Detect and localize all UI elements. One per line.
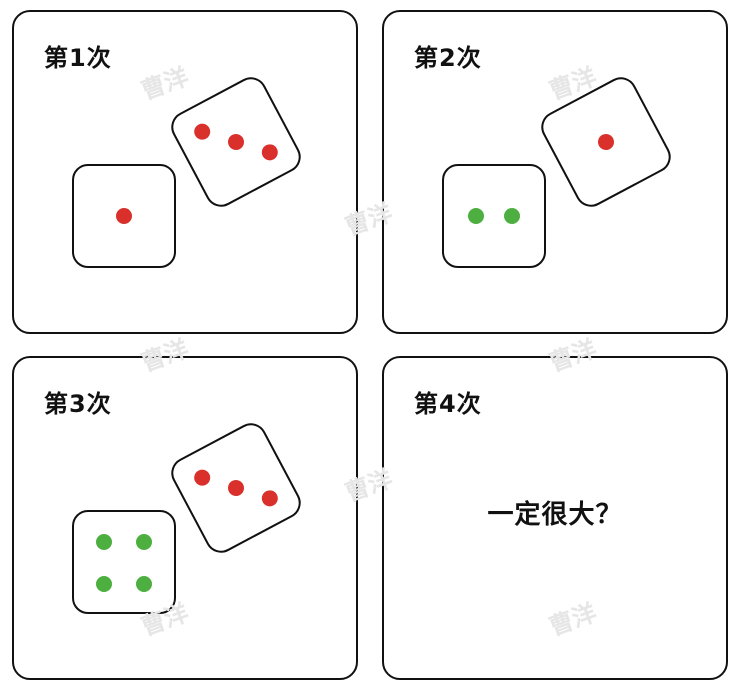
panel-title: 第3次: [44, 390, 112, 418]
die-pip: [258, 141, 281, 164]
question-text: 一定很大？: [487, 500, 623, 530]
die-pip: [225, 131, 247, 153]
die-pip: [116, 208, 132, 224]
panel-title: 第4次: [414, 390, 482, 418]
panel-1: 第1次: [12, 10, 358, 334]
die-pip: [96, 576, 112, 592]
die-pip: [191, 120, 214, 143]
die-pip: [136, 576, 152, 592]
die-pip: [595, 131, 617, 153]
panel-title: 第1次: [44, 44, 112, 72]
die-pip: [258, 487, 281, 510]
die-2: [442, 164, 546, 268]
die-pip: [136, 534, 152, 550]
die-pip: [191, 466, 214, 489]
die-pip: [225, 477, 247, 499]
die-3: [165, 71, 307, 213]
die-1: [535, 71, 677, 213]
die-3: [165, 417, 307, 559]
panel-2: 第2次: [382, 10, 728, 334]
die-4: [72, 510, 176, 614]
die-pip: [504, 208, 520, 224]
panel-4: 第4次 一定很大？: [382, 356, 728, 680]
die-pip: [468, 208, 484, 224]
die-1: [72, 164, 176, 268]
panel-3: 第3次: [12, 356, 358, 680]
die-pip: [96, 534, 112, 550]
panel-title: 第2次: [414, 44, 482, 72]
